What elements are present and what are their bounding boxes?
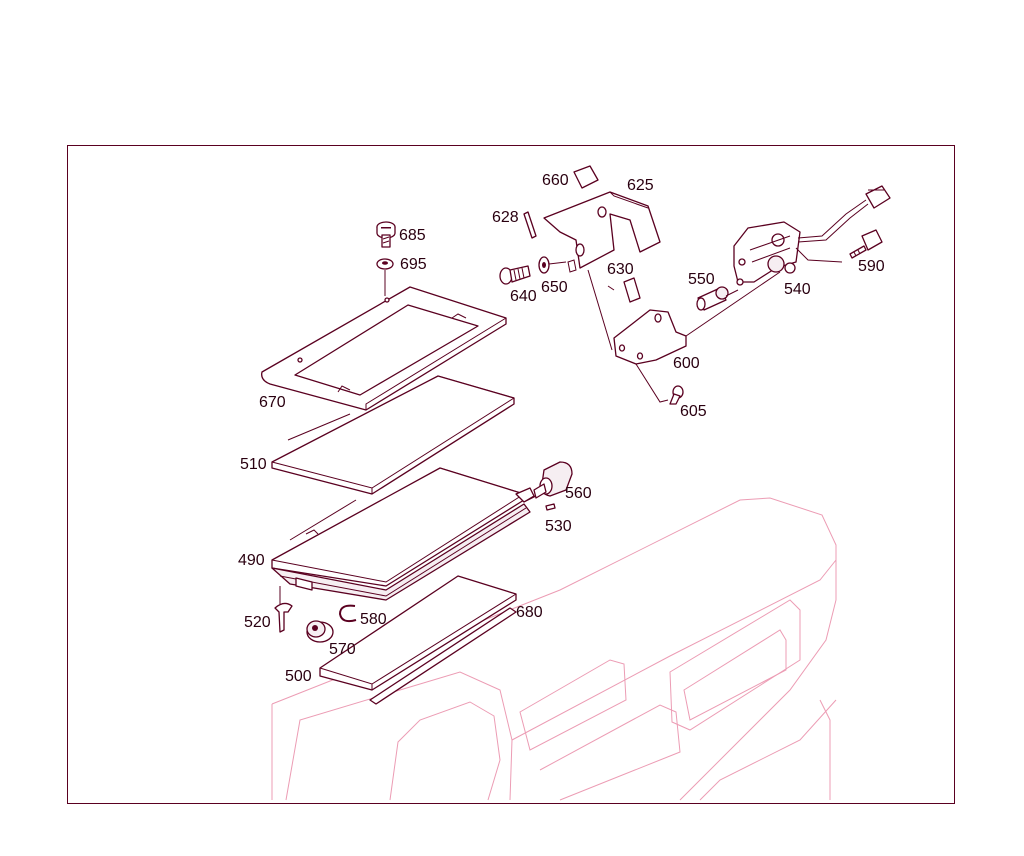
- label-550: 550: [688, 271, 715, 288]
- part-625-bracket: [543, 191, 661, 273]
- label-660: 660: [542, 172, 569, 189]
- label-685: 685: [399, 227, 426, 244]
- diagram-frame: [67, 145, 955, 804]
- part-570-grommet: [306, 620, 334, 643]
- label-628: 628: [492, 209, 519, 226]
- label-530: 530: [545, 518, 572, 535]
- label-650: 650: [541, 279, 568, 296]
- label-560: 560: [565, 485, 592, 502]
- part-695-washer: [376, 258, 394, 296]
- label-570: 570: [329, 641, 356, 658]
- part-540-actuator: [733, 185, 891, 286]
- part-640-screw: [499, 265, 531, 285]
- label-605: 605: [680, 403, 707, 420]
- part-590-screw: [849, 229, 883, 259]
- part-560-knob: [523, 461, 573, 503]
- label-510: 510: [240, 456, 267, 473]
- part-660-clip: [573, 165, 599, 189]
- part-630-clip: [623, 277, 641, 303]
- label-540: 540: [784, 281, 811, 298]
- part-500-lid: [319, 575, 517, 691]
- label-680: 680: [516, 604, 543, 621]
- part-530-pin: [545, 503, 556, 511]
- part-680-seal: [369, 607, 517, 705]
- part-628-pin: [523, 211, 537, 239]
- part-510-panel: [271, 375, 515, 495]
- part-670-frame: [261, 286, 507, 411]
- label-625: 625: [627, 177, 654, 194]
- label-600: 600: [673, 355, 700, 372]
- label-590: 590: [858, 258, 885, 275]
- part-605-screw: [669, 385, 684, 405]
- background-dashboard-outline: [271, 497, 837, 801]
- part-520-clip: [274, 586, 293, 633]
- part-550-bushing: [696, 286, 739, 311]
- label-490: 490: [238, 552, 265, 569]
- part-labels: 685 695 670 510 490 520 570 580 500 680 …: [238, 172, 885, 685]
- part-490-housing: [271, 467, 535, 601]
- label-670: 670: [259, 394, 286, 411]
- part-650-washer: [538, 256, 567, 274]
- label-640: 640: [510, 288, 537, 305]
- label-500: 500: [285, 668, 312, 685]
- part-600-bracket: [587, 269, 781, 403]
- label-630: 630: [607, 261, 634, 278]
- part-685-screw: [376, 221, 396, 248]
- label-695: 695: [400, 256, 427, 273]
- label-520: 520: [244, 614, 271, 631]
- label-580: 580: [360, 611, 387, 628]
- part-580-clip: [338, 604, 357, 623]
